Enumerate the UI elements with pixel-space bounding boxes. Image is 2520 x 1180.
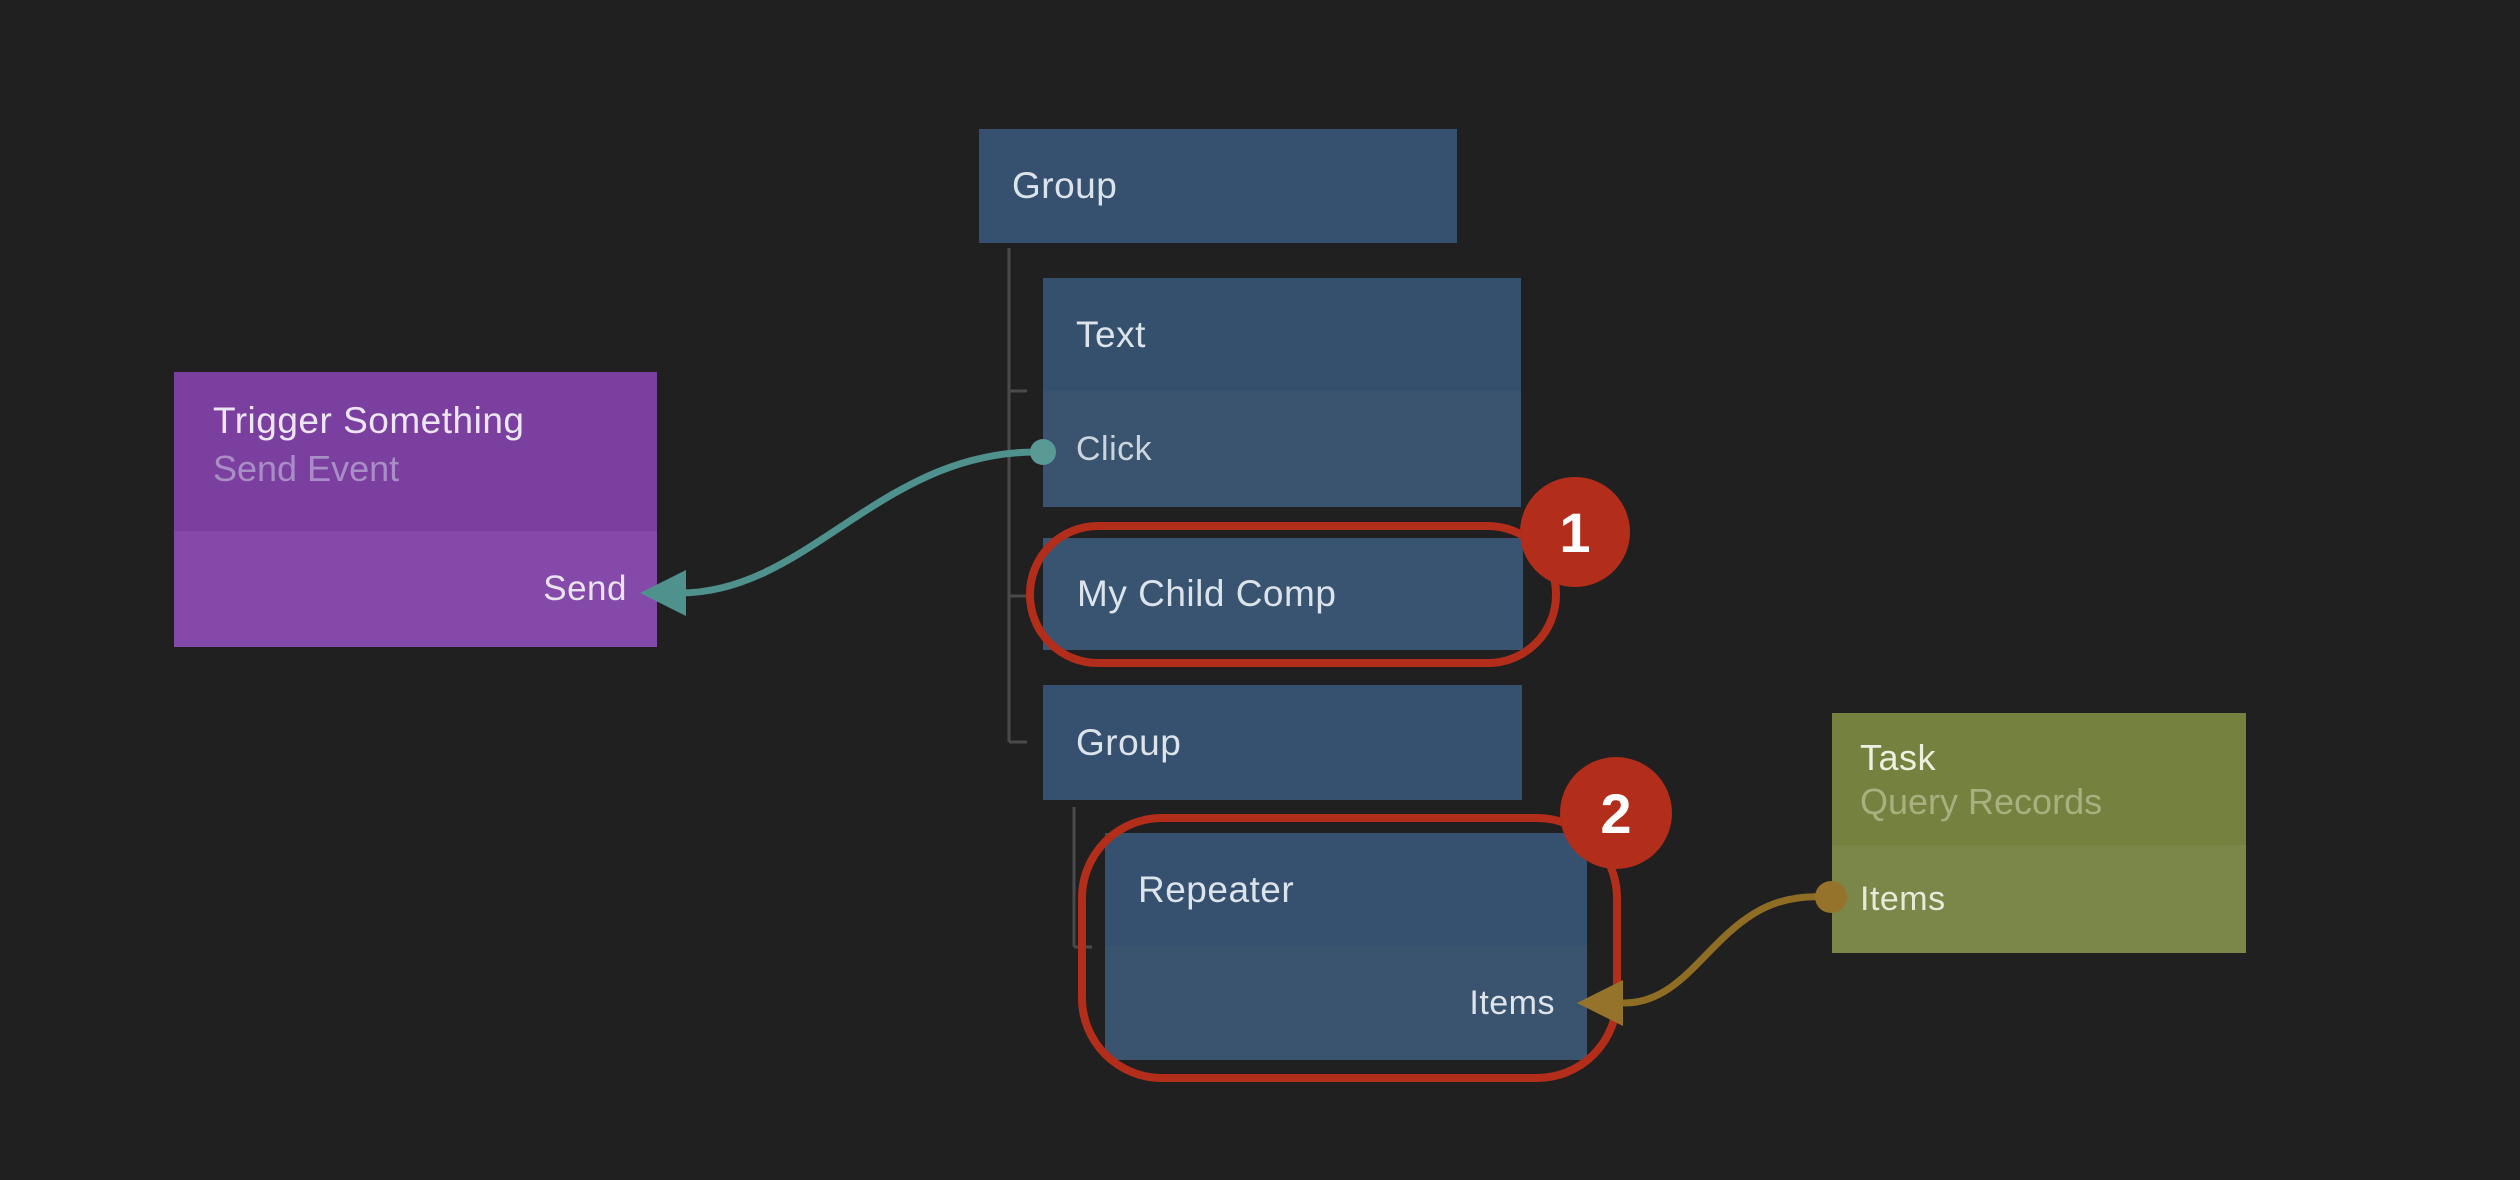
- node-text[interactable]: Text Click: [1043, 278, 1521, 507]
- port-row-items-input[interactable]: Items: [1105, 946, 1587, 1060]
- connection-click-to-send[interactable]: [640, 439, 1056, 616]
- port-label-items: Items: [1860, 879, 1946, 918]
- node-title: Trigger Something: [213, 400, 525, 441]
- node-title: Repeater: [1138, 868, 1295, 910]
- node-task-query-records[interactable]: Task Query Records Items: [1832, 713, 2246, 953]
- node-trigger-something[interactable]: Trigger Something Send Event Send: [174, 372, 657, 647]
- node-subtitle: Send Event: [213, 448, 400, 489]
- connection-items-to-items[interactable]: [1577, 881, 1847, 1026]
- node-my-child-comp[interactable]: My Child Comp: [1043, 538, 1523, 650]
- badge-1-number: 1: [1559, 501, 1590, 564]
- port-label-items: Items: [1469, 983, 1555, 1022]
- port-row-send[interactable]: Send: [174, 531, 657, 647]
- node-repeater[interactable]: Repeater Items: [1105, 833, 1587, 1060]
- port-label-send: Send: [543, 569, 627, 608]
- node-group-child[interactable]: Group: [1043, 685, 1522, 800]
- node-title: Group: [1076, 721, 1182, 763]
- badge-2-number: 2: [1600, 782, 1631, 845]
- port-row-items-output[interactable]: Items: [1832, 845, 2246, 953]
- node-title: Group: [1012, 165, 1118, 206]
- node-subtitle: Query Records: [1860, 781, 2103, 822]
- annotation-badge-1: 1: [1520, 477, 1630, 587]
- port-row-click[interactable]: Click: [1043, 391, 1521, 507]
- node-group-parent[interactable]: Group: [979, 129, 1457, 243]
- port-label-click: Click: [1076, 429, 1153, 468]
- node-title: My Child Comp: [1077, 573, 1337, 614]
- node-title: Text: [1076, 313, 1146, 355]
- node-title: Task: [1860, 737, 1937, 778]
